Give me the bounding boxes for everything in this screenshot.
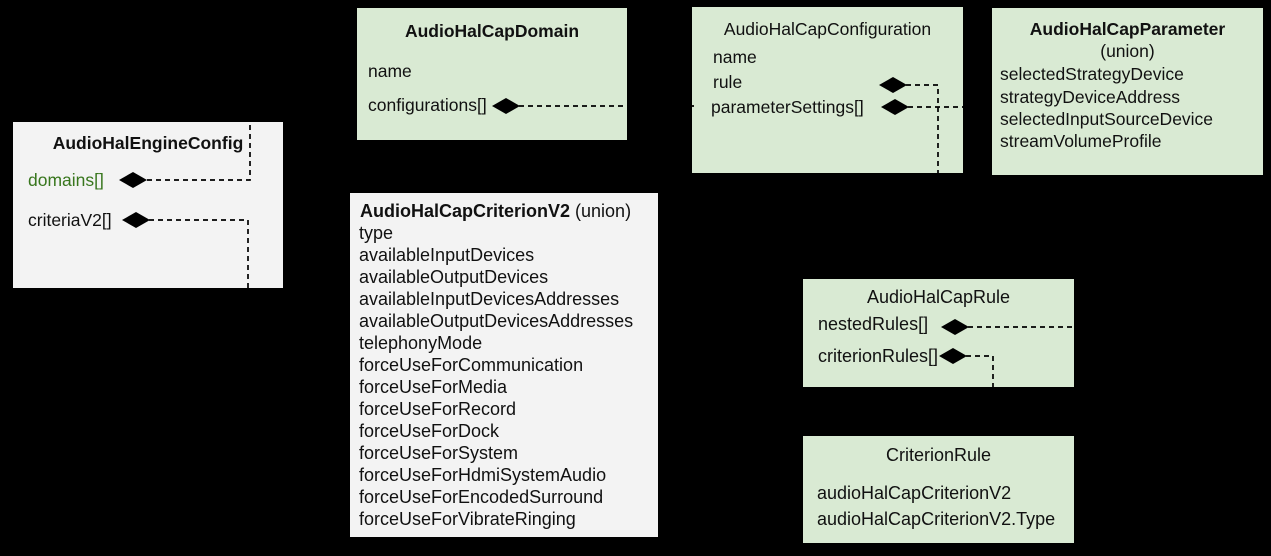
field-domains: domains[]: [28, 170, 104, 190]
box-title: AudioHalCapDomain: [404, 21, 580, 41]
field-telephony-mode: telephonyMode: [359, 333, 483, 353]
field-nested-rules: nestedRules[]: [818, 314, 929, 334]
box-audio-hal-engine-config: AudioHalEngineConfig domains[] criteriaV…: [13, 122, 283, 288]
box-title: AudioHalCapCriterionV2 (union): [350, 200, 668, 222]
box-title: CriterionRule: [885, 445, 992, 465]
field-name: name: [713, 47, 757, 67]
field-available-input-devices-addresses: availableInputDevicesAddresses: [359, 289, 620, 309]
field-configurations: configurations[]: [368, 95, 487, 115]
field-strategy-device-address: strategyDeviceAddress: [1000, 87, 1180, 107]
field-stream-volume-profile: streamVolumeProfile: [1000, 131, 1162, 151]
field-audio-hal-cap-criterion-v2: audioHalCapCriterionV2: [817, 483, 1012, 503]
field-rule: rule: [713, 72, 743, 92]
field-selected-input-source-device: selectedInputSourceDevice: [1000, 109, 1214, 129]
box-audio-hal-cap-rule: AudioHalCapRule nestedRules[] criterionR…: [803, 279, 1074, 387]
box-title: AudioHalCapParameter: [1029, 19, 1226, 39]
field-force-use-for-communication: forceUseForCommunication: [359, 355, 584, 375]
field-force-use-for-media: forceUseForMedia: [359, 377, 508, 397]
box-subtitle-union: (union): [1100, 41, 1155, 61]
field-criteria-v2: criteriaV2[]: [28, 210, 112, 230]
field-force-use-for-dock: forceUseForDock: [359, 421, 500, 441]
field-selected-strategy-device: selectedStrategyDevice: [1000, 64, 1184, 84]
box-title: AudioHalCapConfiguration: [723, 19, 932, 39]
box-title: AudioHalCapRule: [866, 287, 1011, 307]
box-title-suffix-union: (union): [570, 201, 632, 221]
field-force-use-for-encoded-surround: forceUseForEncodedSurround: [359, 487, 604, 507]
box-audio-hal-cap-criterion-v2: AudioHalCapCriterionV2 (union) type avai…: [350, 193, 658, 537]
box-audio-hal-cap-parameter: AudioHalCapParameter (union) selectedStr…: [992, 8, 1263, 175]
box-criterion-rule: CriterionRule audioHalCapCriterionV2 aud…: [803, 436, 1074, 543]
field-parameter-settings: parameterSettings[]: [711, 97, 864, 117]
field-available-output-devices-addresses: availableOutputDevicesAddresses: [359, 311, 634, 331]
box-title: AudioHalEngineConfig: [52, 133, 244, 153]
field-force-use-for-system: forceUseForSystem: [359, 443, 519, 463]
field-criterion-rules: criterionRules[]: [818, 346, 939, 366]
box-audio-hal-cap-domain: AudioHalCapDomain name configurations[]: [357, 8, 627, 140]
field-name: name: [368, 61, 412, 81]
field-force-use-for-record: forceUseForRecord: [359, 399, 517, 419]
box-audio-hal-cap-configuration: AudioHalCapConfiguration name rule param…: [692, 7, 963, 173]
box-title-main: AudioHalCapCriterionV2: [360, 201, 571, 221]
field-available-output-devices: availableOutputDevices: [359, 267, 549, 287]
field-force-use-for-hdmi-system-audio: forceUseForHdmiSystemAudio: [359, 465, 607, 485]
field-type: type: [359, 223, 394, 243]
field-force-use-for-vibrate-ringing: forceUseForVibrateRinging: [359, 509, 576, 529]
field-available-input-devices: availableInputDevices: [359, 245, 535, 265]
field-audio-hal-cap-criterion-v2-type: audioHalCapCriterionV2.Type: [817, 509, 1056, 529]
